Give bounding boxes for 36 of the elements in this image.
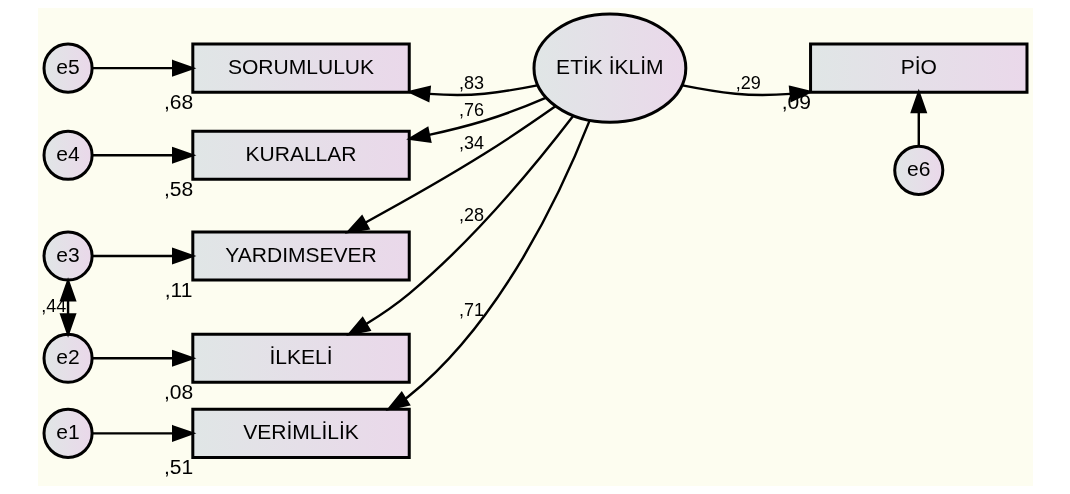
node-circle: e3: [42, 230, 94, 282]
node-label: ,68: [163, 90, 193, 114]
arrow: [91, 59, 196, 77]
arrow: [909, 88, 927, 146]
node-box: YARDIMSEVER: [190, 230, 411, 282]
node-label: ,11: [164, 277, 192, 301]
node-circle: e4: [42, 129, 94, 181]
arrow: [344, 105, 556, 234]
arrow: [59, 277, 77, 338]
edge-label: ,76: [458, 99, 484, 120]
edge-label: ,29: [735, 72, 761, 93]
edge-label: ,34: [458, 132, 484, 153]
edge-label: ,71: [458, 299, 484, 320]
node-box: KURALLAR: [190, 129, 411, 181]
edge-label: ,28: [458, 204, 484, 225]
node-label: ,58: [163, 177, 193, 201]
arrow: [405, 96, 546, 144]
arrow: [91, 349, 196, 367]
arrow: [91, 424, 196, 442]
arrow: [345, 115, 574, 336]
node-circle: e1: [42, 407, 94, 459]
edge-label: ,83: [458, 72, 484, 93]
node-label: ,51: [163, 455, 193, 479]
arrow: [681, 84, 814, 103]
node-box: SORUMLULUK: [190, 42, 411, 94]
node-box: PİO: [808, 42, 1028, 94]
node-circle: e2: [42, 332, 94, 384]
node-circle: e6: [892, 144, 944, 196]
arrow: [91, 146, 196, 164]
arrow: [91, 247, 196, 265]
node-ellipse: ETİK İKLİM: [532, 12, 687, 124]
node-label: ,08: [163, 380, 193, 404]
node-box: VERİMLİLİK: [190, 407, 411, 459]
node-circle: e5: [42, 42, 94, 94]
node-box: İLKELİ: [190, 332, 411, 384]
arrow: [385, 120, 591, 412]
